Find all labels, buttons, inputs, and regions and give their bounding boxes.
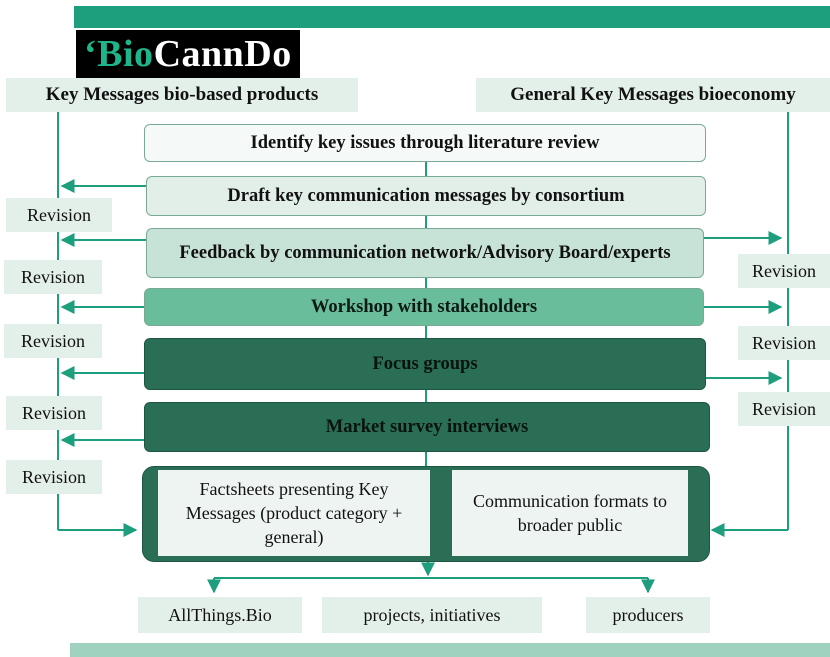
output-producers: producers	[586, 597, 710, 633]
right-lane-label: General Key Messages bioeconomy	[476, 78, 830, 112]
step-draft-messages: Draft key communication messages by cons…	[146, 176, 706, 216]
output-projects-initiatives: projects, initiatives	[322, 597, 542, 633]
revision-label-left-4: Revision	[6, 396, 102, 430]
step-feedback: Feedback by communication network/Adviso…	[146, 228, 704, 278]
step-market-survey: Market survey interviews	[144, 402, 710, 452]
output-allthings-bio: AllThings.Bio	[138, 597, 302, 633]
factsheets-box: Factsheets presenting Key Messages (prod…	[158, 470, 430, 556]
revision-label-right-2: Revision	[738, 326, 830, 360]
step-workshop: Workshop with stakeholders	[144, 288, 704, 326]
biocanndo-logo: ‘BioCannDo	[76, 30, 300, 78]
left-lane-label: Key Messages bio-based products	[6, 78, 358, 112]
step-focus-groups: Focus groups	[144, 338, 706, 390]
top-accent-bar	[74, 6, 830, 28]
revision-label-right-3: Revision	[738, 392, 830, 426]
step-literature-review: Identify key issues through literature r…	[144, 124, 706, 162]
revision-label-left-5: Revision	[6, 460, 102, 494]
communication-formats-box: Communication formats to broader public	[452, 470, 688, 556]
revision-label-left-1: Revision	[6, 198, 112, 232]
revision-label-right-1: Revision	[738, 254, 830, 288]
revision-label-left-2: Revision	[4, 260, 102, 294]
bottom-accent-bar	[70, 643, 830, 657]
revision-label-left-3: Revision	[4, 324, 102, 358]
